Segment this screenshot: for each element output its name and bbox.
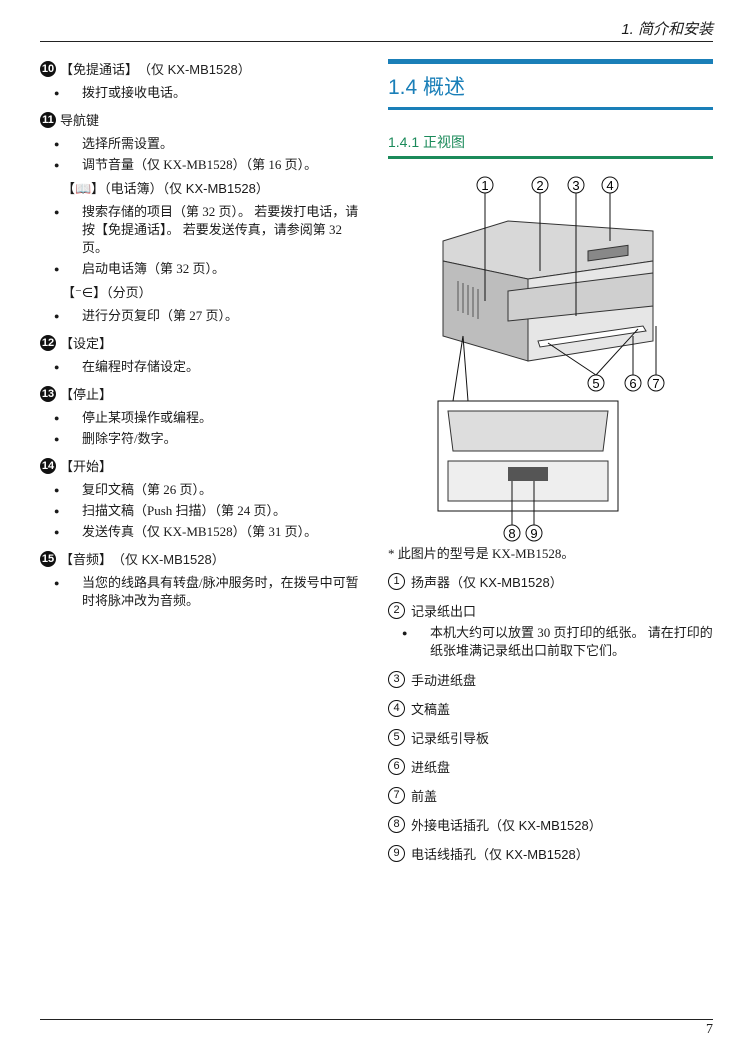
section-top-bar [388, 59, 713, 64]
section-title: 1.4 概述 [388, 71, 713, 110]
chapter-header: 1. 简介和安装 [621, 21, 713, 38]
callout-9: 9 [530, 526, 537, 541]
part-label-2-bullet: ●本机大约可以放置 30 页打印的纸张。 请在打印的纸张堆满记录纸出口前取下它们… [402, 625, 713, 658]
number-badge: 11 [40, 111, 56, 128]
item-10: 10 【免提通话】（仅 KX-MB1528） ●拨打或接收电话。 [40, 59, 370, 102]
footer-rule [40, 1019, 713, 1020]
model-note: * 此图片的型号是 KX-MB1528。 [388, 546, 575, 561]
item-14: 14【开始】 ●复印文稿（第 26 页）。 ●扫描文稿（Push 扫描）（第 2… [40, 457, 318, 539]
item-12: 12【设定】 ●在编程时存储设定。 [40, 334, 200, 374]
callout-2: 2 [536, 178, 543, 193]
callout-6: 6 [629, 376, 636, 391]
callout-1: 1 [481, 178, 488, 193]
item-title: 【免提通话】 [60, 62, 139, 77]
callout-7: 7 [652, 376, 659, 391]
collate-subhead: 【⁻∈】（分页） [62, 285, 152, 300]
callout-8: 8 [508, 526, 515, 541]
item-title: 导航键 [60, 113, 100, 128]
number-badge: 10 [40, 60, 56, 77]
item-sub: （仅 KX-MB1528） [138, 62, 251, 77]
callout-3: 3 [572, 178, 579, 193]
page-number: 7 [706, 1022, 713, 1037]
callout-4: 4 [606, 178, 613, 193]
item-13: 13【停止】 ●停止某项操作或编程。 ●删除字符/数字。 [40, 385, 213, 446]
bullet: ●拨打或接收电话。 [54, 85, 187, 100]
item-15: 15【音频】（仅 KX-MB1528） ●当您的线路具有转盘/脉冲服务时，在拨号… [40, 550, 359, 608]
right-column: 1.4 概述 1.4.1 正视图 1 2 3 4 5 6 7 8 9 [388, 59, 713, 873]
subsection-title: 1.4.1 正视图 [388, 128, 713, 159]
front-view-figure: 1 2 3 4 5 6 7 8 9 [437, 176, 665, 542]
callout-5: 5 [592, 376, 599, 391]
header-rule [40, 41, 713, 42]
phonebook-subhead: 【📖】（电话簿）（仅 KX-MB1528） [62, 181, 269, 196]
